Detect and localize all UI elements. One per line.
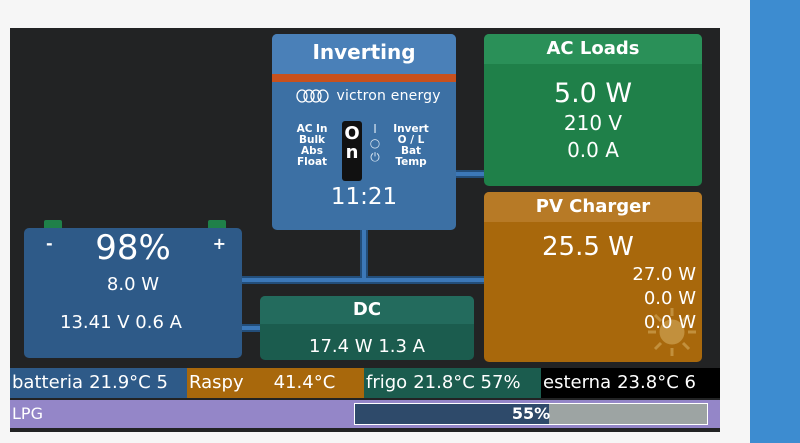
victron-swirl-icon: [296, 89, 329, 103]
temp-name: batteria: [12, 372, 84, 393]
switch-position-icons: I ○ ⏻: [366, 122, 384, 178]
pv-charger-header: PV Charger: [484, 192, 702, 222]
battery-terminal-negative: [44, 220, 62, 230]
led-label-invert: Invert: [393, 123, 429, 135]
pv-charger-tile[interactable]: PV Charger 25.5 W 27.0 W 0.0 W 0.0 W: [484, 192, 702, 362]
led-label-abs: Abs: [301, 145, 323, 157]
inverter-led-labels-left: AC In Bulk Abs Float: [290, 124, 334, 168]
ac-loads-current: 0.0 A: [567, 138, 619, 162]
inverter-mode-switch[interactable]: O n: [342, 121, 362, 181]
inverter-led-labels-right: Invert O / L Bat Temp: [388, 124, 434, 168]
led-label-bulk: Bulk: [298, 134, 326, 146]
tank-level-bar: 55%: [354, 403, 708, 425]
battery-plus-sign: +: [212, 234, 226, 253]
temp-name: frigo: [366, 372, 408, 393]
inverter-state: Inverting: [312, 40, 416, 64]
battery-terminal-positive: [208, 220, 226, 230]
pv-charger-title: PV Charger: [535, 196, 651, 217]
temp-sensor-raspy[interactable]: Raspy 41.4°C: [187, 368, 364, 398]
temp-value: 21.8°C 57%: [413, 372, 521, 393]
ac-loads-voltage: 210 V: [563, 111, 623, 135]
sun-icon: [648, 308, 696, 356]
temp-value: 41.4°C: [273, 372, 336, 393]
pv-total-power: 25.5 W: [542, 232, 634, 262]
inverter-header: Inverting: [272, 34, 456, 74]
led-label-ac-in: AC In: [296, 123, 328, 135]
temp-name: esterna: [543, 372, 612, 393]
dc-loads-tile[interactable]: DC 17.4 W 1.3 A: [260, 296, 474, 360]
right-edge-panel: [750, 0, 800, 443]
battery-minus-sign: -: [46, 234, 53, 253]
ac-loads-power: 5.0 W: [553, 78, 633, 109]
tank-level-text: 55%: [511, 404, 551, 423]
battery-tile[interactable]: - + 98% 8.0 W 13.41 V 0.6 A: [24, 228, 242, 358]
temp-name: Raspy: [189, 372, 244, 393]
led-label-temp: Temp: [395, 156, 427, 168]
inverter-stripe: [272, 74, 456, 82]
ac-loads-title: AC Loads: [546, 38, 640, 59]
battery-voltage-current: 13.41 V 0.6 A: [60, 312, 182, 333]
switch-letter-n: n: [345, 142, 359, 163]
off-position-icon: ○: [369, 136, 381, 150]
dc-title: DC: [352, 299, 382, 320]
pv-tracker-2-power: 0.0 W: [643, 288, 696, 309]
victron-brand-text: victron energy: [336, 88, 441, 104]
ac-loads-header: AC Loads: [484, 34, 702, 64]
dc-power-current: 17.4 W 1.3 A: [309, 336, 425, 357]
battery-power: 8.0 W: [106, 274, 160, 295]
victron-logo: victron energy: [294, 88, 454, 108]
led-label-overload: O / L: [397, 134, 425, 146]
temp-value: 23.8°C 6: [617, 372, 696, 393]
pv-tracker-1-power: 27.0 W: [632, 264, 696, 285]
dc-header: DC: [260, 296, 474, 324]
pv-tracker-3-power: 0.0 W: [643, 312, 696, 333]
battery-state-of-charge: 98%: [95, 228, 171, 268]
venus-overview-screen: Inverting victron energy AC In Bulk Abs …: [10, 28, 720, 432]
inverter-time: 11:21: [330, 184, 398, 210]
led-label-float: Float: [296, 156, 328, 168]
inverter-tile[interactable]: Inverting victron energy AC In Bulk Abs …: [272, 34, 456, 230]
on-position-icon: I: [373, 122, 377, 136]
power-position-icon: ⏻: [370, 150, 380, 164]
temp-value: 21.9°C 5: [89, 372, 168, 393]
ac-loads-tile[interactable]: AC Loads 5.0 W 210 V 0.0 A: [484, 34, 702, 186]
lpg-tank-row[interactable]: LPG 55%: [10, 400, 720, 428]
tank-level-fill: [355, 404, 549, 424]
led-label-bat: Bat: [400, 145, 422, 157]
switch-label: O n: [342, 124, 362, 162]
tank-name: LPG: [12, 404, 43, 423]
switch-letter-o: O: [344, 123, 360, 144]
